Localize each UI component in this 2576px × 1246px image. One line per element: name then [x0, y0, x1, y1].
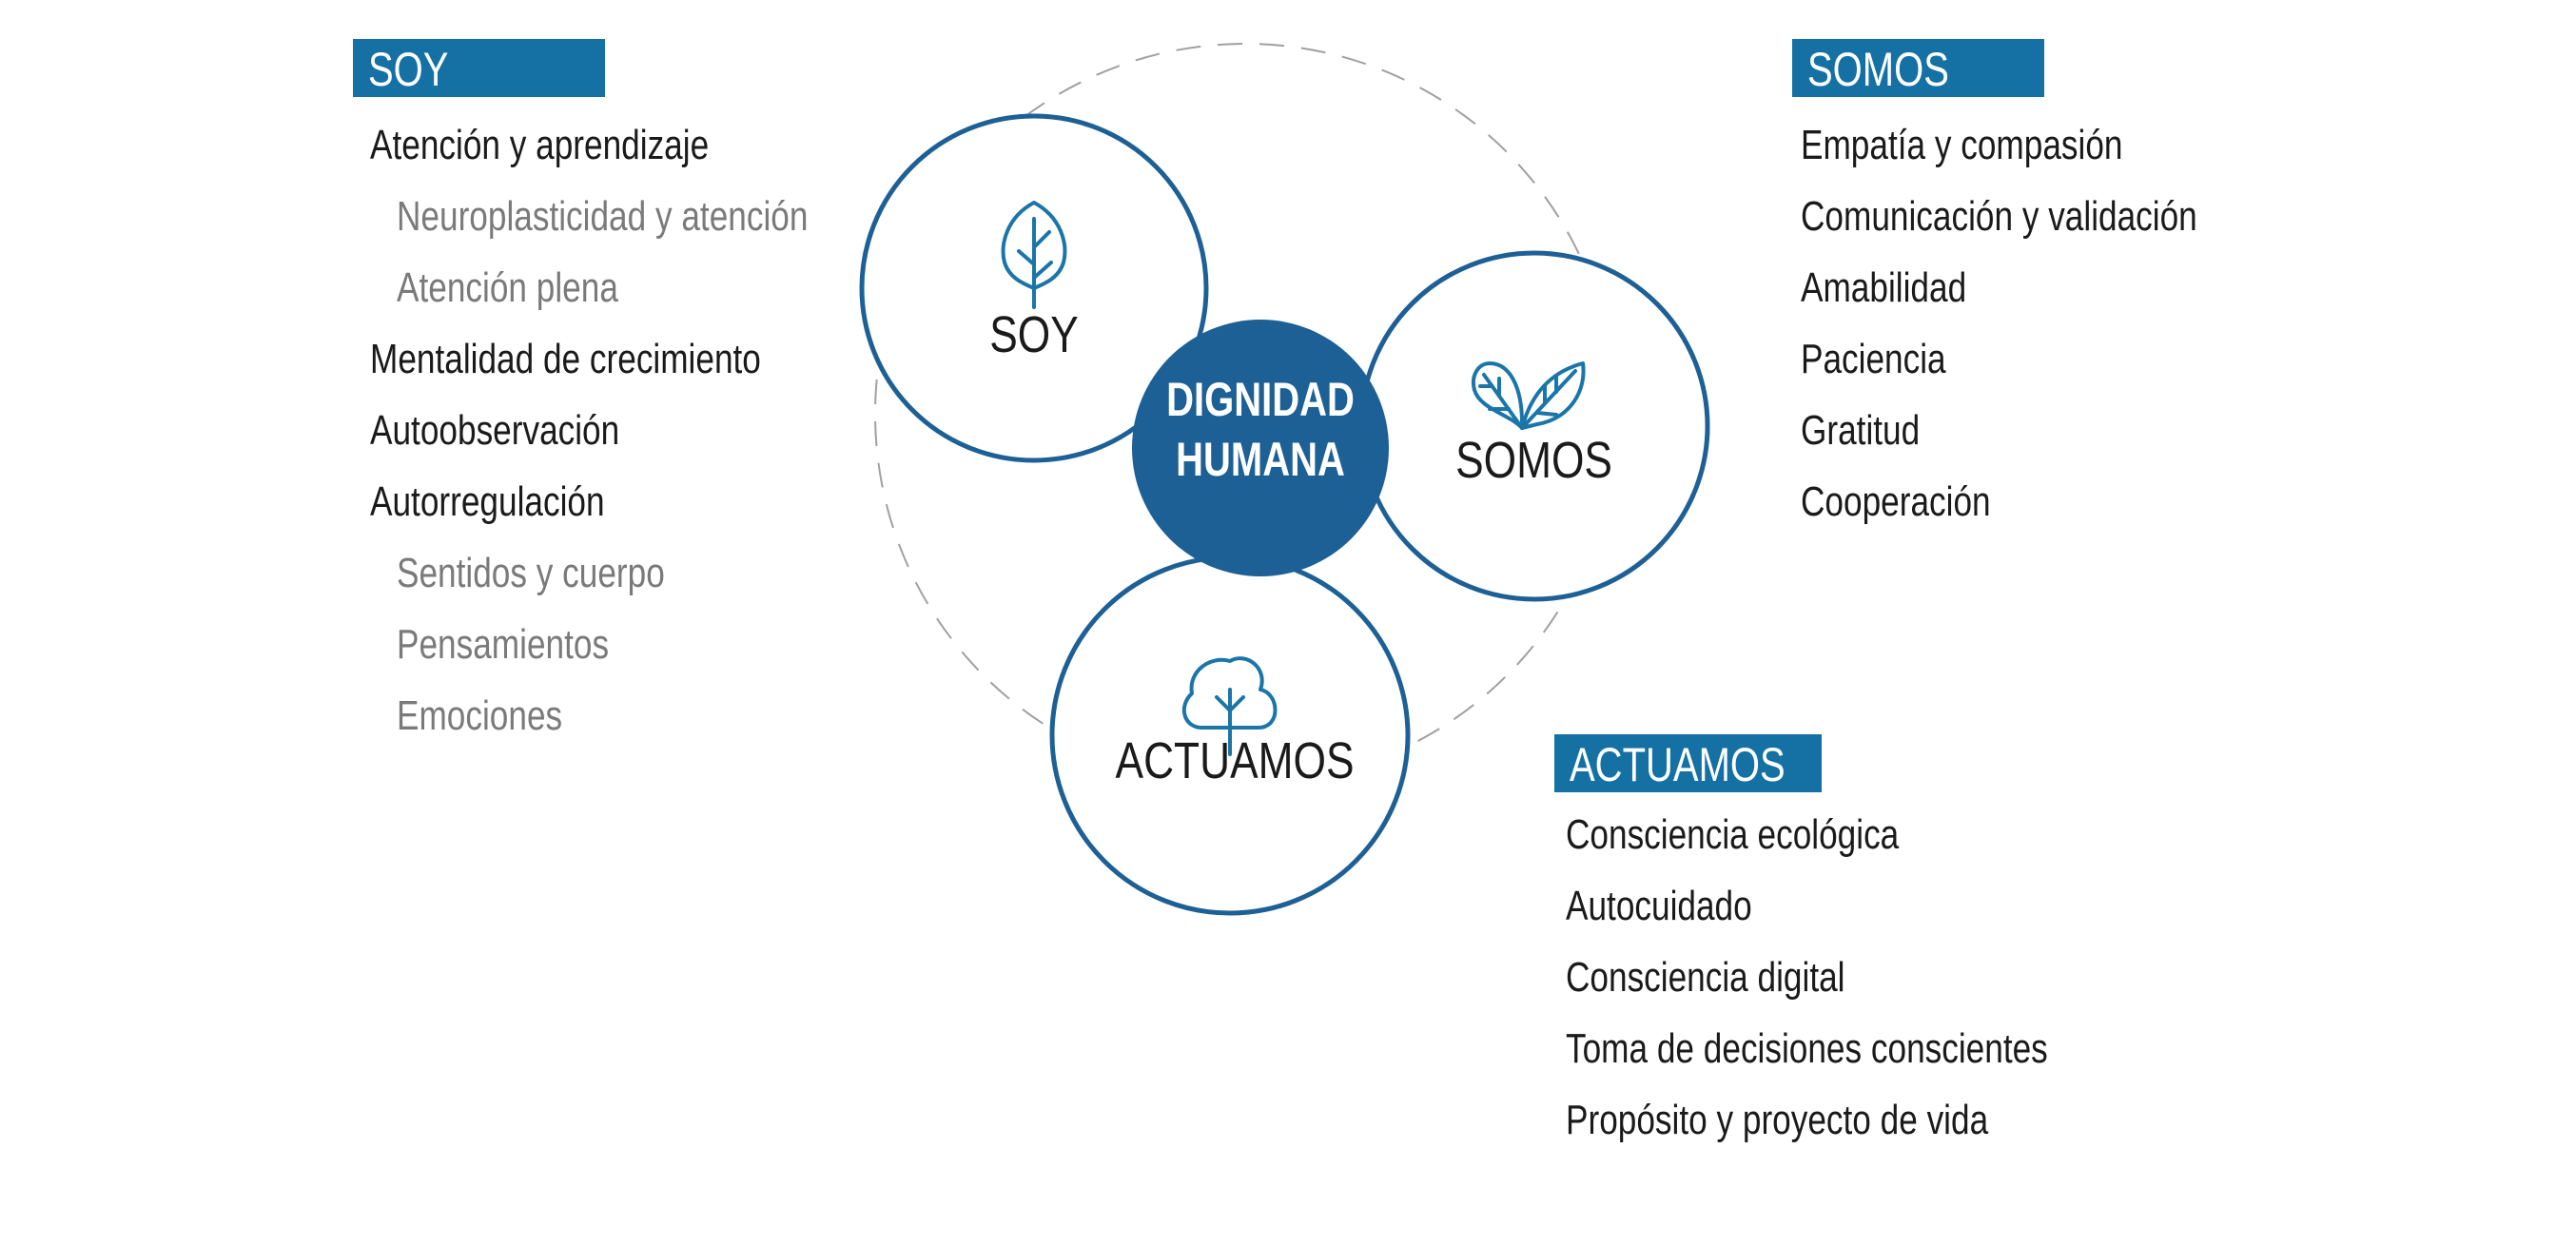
list-subitem: Neuroplasticidad y atención	[397, 193, 809, 240]
list-item: Comunicación y validación	[1801, 193, 2197, 240]
circle-actuamos-label: ACTUAMOS	[1044, 732, 1425, 789]
list-item: Mentalidad de crecimiento	[370, 336, 761, 382]
somos-label-text: SOMOS	[1455, 432, 1613, 489]
actuamos-label-text: ACTUAMOS	[1115, 732, 1355, 789]
list-subitem: Emociones	[397, 692, 563, 739]
list-item: Empatía y compasión	[1801, 122, 2123, 168]
soy-header-title: SOY	[368, 43, 449, 96]
center-label-line1: DIGNIDAD	[1166, 373, 1355, 426]
list-item: Propósito y proyecto de vida	[1566, 1097, 1989, 1143]
circle-somos-label: SOMOS	[1344, 432, 1725, 489]
list-item: Consciencia ecológica	[1566, 811, 1900, 858]
actuamos-header: ACTUAMOS	[1554, 734, 1822, 792]
somos-header: SOMOS	[1792, 39, 2044, 97]
actuamos-list: Consciencia ecológica Autocuidado Consci…	[1566, 799, 2168, 1156]
list-subitem: Atención plena	[397, 264, 618, 311]
list-item: Autorregulación	[370, 478, 605, 525]
center-label-line2: HUMANA	[1176, 433, 1345, 486]
list-item: Amabilidad	[1801, 264, 1967, 311]
two-leaves-icon	[1472, 361, 1586, 430]
list-item: Atención y aprendizaje	[370, 122, 710, 168]
list-item: Cooperación	[1801, 478, 1991, 525]
circle-soy-label: SOY	[844, 306, 1224, 363]
somos-header-title: SOMOS	[1807, 43, 1949, 96]
list-item: Consciencia digital	[1566, 954, 1845, 1001]
leaf-icon	[1001, 201, 1067, 309]
center-label: DIGNIDAD HUMANA	[1118, 370, 1403, 490]
list-subitem: Pensamientos	[397, 621, 610, 668]
list-subitem: Sentidos y cuerpo	[397, 550, 665, 596]
circle-dignidad-humana	[1132, 320, 1389, 576]
soy-label-text: SOY	[989, 306, 1079, 363]
list-item: Gratitud	[1801, 407, 1921, 454]
list-item: Paciencia	[1801, 336, 1946, 382]
actuamos-header-title: ACTUAMOS	[1570, 738, 1786, 791]
list-item: Autocuidado	[1566, 883, 1752, 929]
tree-icon	[1181, 656, 1278, 756]
list-item: Autoobservación	[370, 407, 620, 454]
soy-header: SOY	[353, 39, 605, 97]
somos-list: Empatía y compasión Comunicación y valid…	[1801, 109, 2296, 537]
list-item: Toma de decisiones conscientes	[1566, 1025, 2048, 1072]
soy-list: Atención y aprendizaje Neuroplasticidad …	[370, 109, 911, 751]
